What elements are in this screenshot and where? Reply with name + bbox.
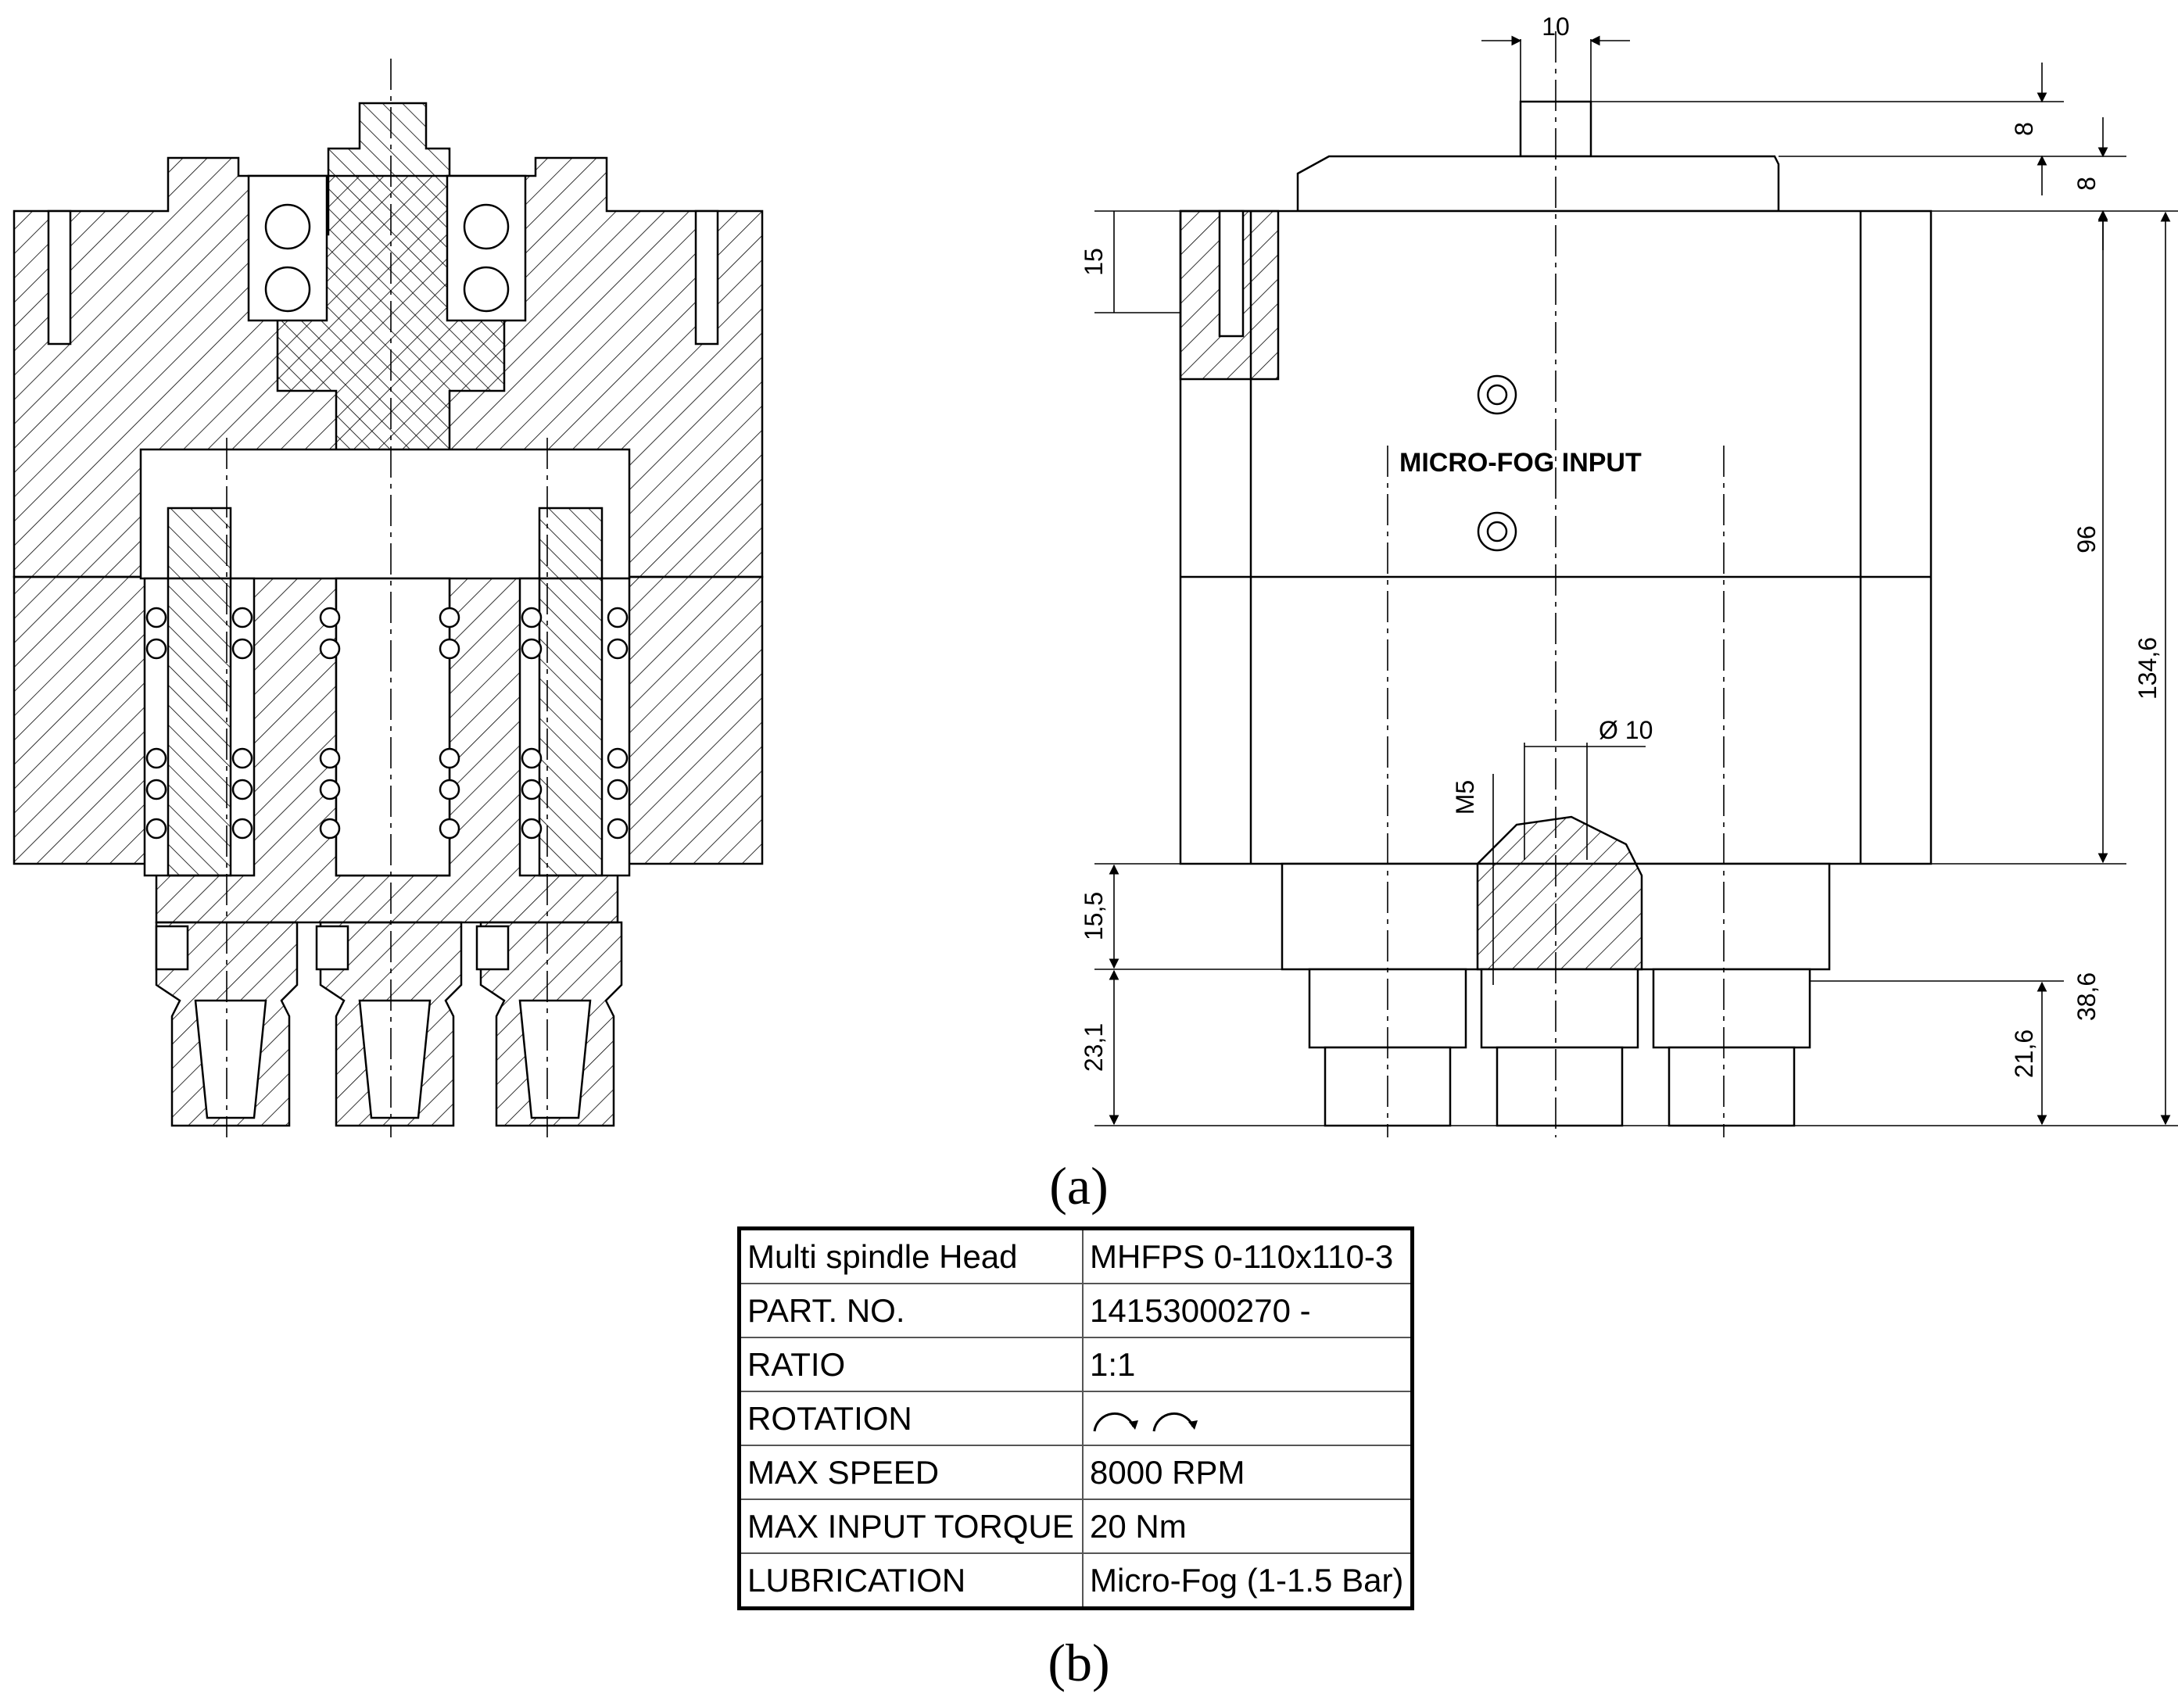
row-label: MAX INPUT TORQUE bbox=[738, 1499, 1084, 1554]
ball-bearing bbox=[463, 266, 510, 313]
tapped-hole bbox=[47, 209, 72, 346]
caption-b: (b) bbox=[1048, 1633, 1109, 1692]
dim-tool-h2: 38,6 bbox=[2072, 972, 2101, 1021]
lube-port-icon bbox=[1477, 511, 1517, 552]
row-value: Micro-Fog (1-1.5 Bar) bbox=[1082, 1552, 1413, 1610]
spindle-assemblies bbox=[143, 507, 631, 877]
row-value: 20 Nm bbox=[1082, 1499, 1413, 1554]
table-row: RATIO 1:1 bbox=[738, 1337, 1413, 1392]
table-row: PART. NO. 14153000270 - bbox=[738, 1283, 1413, 1338]
table-row: MAX INPUT TORQUE 20 Nm bbox=[738, 1499, 1413, 1554]
tapped-hole bbox=[694, 209, 719, 346]
collets bbox=[194, 999, 592, 1119]
row-label: RATIO bbox=[738, 1337, 1084, 1392]
dim-top-h1: 8 bbox=[2010, 122, 2038, 136]
dim-top-h2: 8 bbox=[2072, 177, 2101, 191]
set-screw bbox=[475, 925, 510, 971]
table-row: LUBRICATION Micro-Fog (1-1.5 Bar) bbox=[738, 1552, 1413, 1610]
dim-body: 96 bbox=[2072, 525, 2101, 553]
micro-fog-note: MICRO-FOG INPUT bbox=[1399, 448, 1642, 478]
rotation-value bbox=[1082, 1391, 1413, 1446]
dim-flange: 15 bbox=[1080, 248, 1108, 276]
row-label: MAX SPEED bbox=[738, 1445, 1084, 1500]
table-row: MAX SPEED 8000 RPM bbox=[738, 1445, 1413, 1500]
row-value: 8000 RPM bbox=[1082, 1445, 1413, 1500]
row-label: Multi spindle Head bbox=[738, 1227, 1084, 1284]
dim-collar: 15,5 bbox=[1080, 892, 1108, 940]
side-view bbox=[1179, 31, 1933, 1137]
top-cover bbox=[1296, 155, 1780, 213]
collet-nuts bbox=[155, 921, 623, 1127]
table-row: Multi spindle Head MHFPS 0-110x110-3 bbox=[738, 1227, 1413, 1284]
dim-bore: Ø 10 bbox=[1599, 716, 1653, 744]
row-value: 1:1 bbox=[1082, 1337, 1413, 1392]
section-view bbox=[13, 59, 764, 1137]
caption-a: (a) bbox=[1049, 1156, 1108, 1216]
dim-nose: 23,1 bbox=[1080, 1023, 1108, 1072]
table-row: ROTATION bbox=[738, 1391, 1413, 1446]
ball-bearing bbox=[463, 203, 510, 250]
spec-table: Multi spindle Head MHFPS 0-110x110-3 PAR… bbox=[737, 1226, 1414, 1610]
row-value: MHFPS 0-110x110-3 bbox=[1082, 1227, 1413, 1284]
row-label: ROTATION bbox=[738, 1391, 1084, 1446]
dimension-lines bbox=[1094, 35, 2178, 1126]
set-screw bbox=[155, 925, 189, 971]
clockwise-arc-icon bbox=[1152, 1413, 1198, 1432]
row-label: LUBRICATION bbox=[738, 1552, 1084, 1610]
set-screw bbox=[315, 925, 349, 971]
clockwise-arc-icon bbox=[1093, 1413, 1138, 1432]
dim-tool-h1: 21,6 bbox=[2010, 1029, 2038, 1078]
ball-bearing bbox=[264, 266, 311, 313]
row-value: 14153000270 - bbox=[1082, 1283, 1413, 1338]
dim-total: 134,6 bbox=[2133, 637, 2162, 700]
section-cut bbox=[1476, 815, 1643, 971]
dim-top-width: 10 bbox=[1542, 13, 1570, 41]
ball-bearing bbox=[264, 203, 311, 250]
tool-holders bbox=[1308, 968, 1811, 1127]
row-label: PART. NO. bbox=[738, 1283, 1084, 1338]
dim-thread: M5 bbox=[1451, 780, 1479, 815]
lube-port-icon bbox=[1477, 374, 1517, 415]
